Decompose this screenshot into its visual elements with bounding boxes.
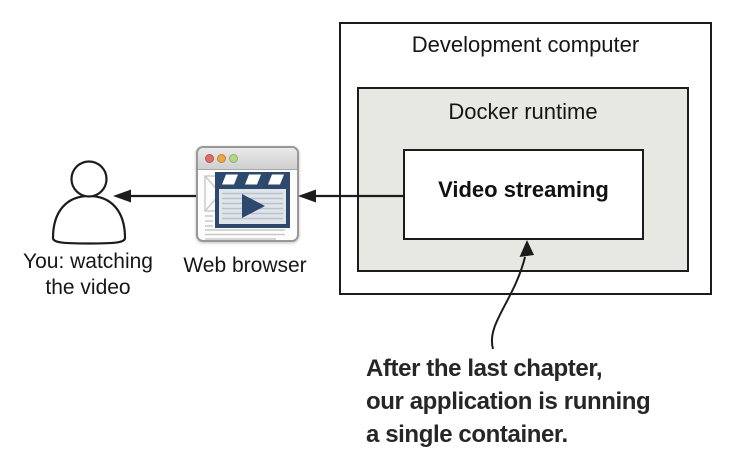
user-label-line1: You: watching [23, 250, 153, 273]
annotation-text: After the last chapter, our application … [366, 352, 736, 451]
clapper-stripes [222, 174, 284, 185]
docker-runtime-label: Docker runtime [448, 99, 598, 124]
video-streaming-box: Video streaming [403, 149, 644, 240]
browser-minimize-icon [217, 154, 226, 163]
browser-close-icon [205, 154, 214, 163]
user-label-line2: the video [45, 276, 131, 299]
play-icon [242, 194, 265, 218]
browser-zoom-icon [229, 154, 238, 163]
user-label: You: watching the video [8, 249, 168, 301]
annotation-line1: After the last chapter, [366, 355, 603, 382]
annotation-line3: a single container. [366, 421, 568, 448]
development-computer-label: Development computer [411, 32, 640, 57]
browser-content [198, 170, 297, 240]
video-clapperboard-icon [215, 172, 290, 228]
browser-window-icon [196, 146, 299, 242]
person-head [70, 160, 108, 198]
person-icon [51, 160, 127, 245]
person-body [51, 194, 127, 245]
web-browser-label: Web browser [183, 254, 307, 277]
browser-titlebar [198, 148, 297, 170]
video-streaming-label: Video streaming [438, 176, 609, 202]
annotation-line2: our application is running [366, 388, 651, 415]
